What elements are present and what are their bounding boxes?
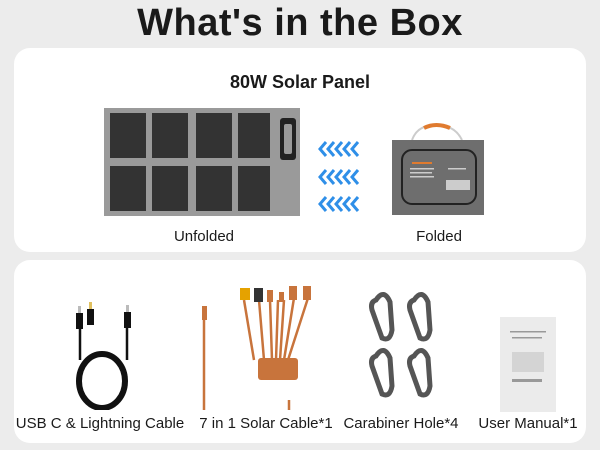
unfolded-label: Unfolded — [173, 228, 235, 245]
accessory-label-carabiner: Carabiner Hole*4 — [343, 415, 459, 432]
solar-cable-image — [202, 286, 311, 410]
folded-panel-image — [392, 123, 484, 215]
user-manual-image — [500, 317, 556, 412]
folded-label: Folded — [416, 228, 462, 245]
accessory-label-user-manual: User Manual*1 — [478, 415, 578, 432]
unfolded-panel-image — [104, 108, 300, 216]
accessory-label-solar-cable: 7 in 1 Solar Cable*1 — [199, 415, 333, 432]
fold-arrows-icon — [318, 141, 360, 212]
accessory-label-usb-cable: USB C & Lightning Cable — [15, 415, 185, 432]
page-title: What's in the Box — [137, 2, 463, 44]
solar-panel-title: 80W Solar Panel — [229, 72, 371, 92]
solar-panel-card: 80W Solar Panel Unfolded Folded — [14, 48, 586, 252]
usb-lightning-cable-image — [76, 302, 131, 410]
carabiners-image — [369, 292, 433, 398]
accessories-card: USB C & Lightning Cable 7 in 1 Solar Cab… — [14, 260, 586, 443]
